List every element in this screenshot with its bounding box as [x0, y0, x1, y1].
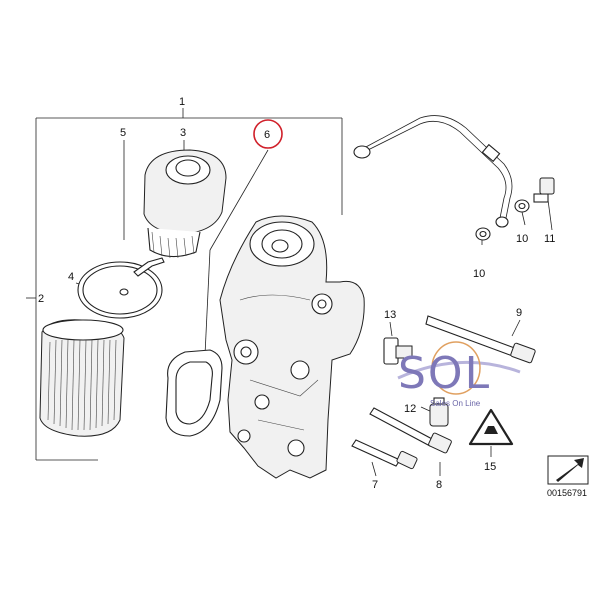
filter-cover-part [133, 149, 227, 277]
sensor-part [383, 337, 413, 365]
switch-part [429, 397, 449, 427]
callout-3: 3 [180, 127, 186, 139]
sol-watermark: SOL Sales On Line [397, 341, 521, 408]
callout-5: 5 [120, 127, 126, 139]
callout-6: 6 [264, 129, 270, 141]
bolt-part-8 [369, 407, 452, 454]
callout-12: 12 [404, 403, 416, 415]
callout-1: 1 [179, 96, 185, 108]
oil-filter-housing-part [219, 215, 365, 479]
watermark-subtitle: Sales On Line [430, 399, 481, 408]
gasket-part [165, 349, 223, 437]
callout-7: 7 [372, 479, 378, 491]
group-bracket [26, 108, 343, 461]
warning-triangle-icon [468, 408, 514, 446]
bolt-part-7 [351, 439, 418, 470]
filter-element-part [39, 319, 125, 437]
callout-13: 13 [384, 309, 396, 321]
callout-10-lower: 10 [473, 268, 485, 280]
callout-highlight [253, 119, 283, 149]
washer-part [475, 199, 530, 241]
callout-4: 4 [68, 271, 74, 283]
arrow-icon [547, 455, 589, 485]
callout-11: 11 [544, 233, 555, 245]
callout-15: 15 [484, 461, 496, 473]
watermark-brand: SOL [398, 348, 491, 399]
callout-2: 2 [38, 293, 44, 305]
callout-9: 9 [516, 307, 522, 319]
callout-labels: 1 2 3 4 5 6 7 8 9 10 10 11 12 13 15 [38, 96, 555, 491]
banjo-bolt-part [533, 177, 555, 203]
oil-pipe-part [353, 115, 513, 228]
long-bolt-part [425, 315, 536, 364]
reference-code: 00156791 [547, 488, 587, 498]
callout-10-upper: 10 [516, 233, 528, 245]
callout-8: 8 [436, 479, 442, 491]
small-seal-part [119, 288, 129, 296]
